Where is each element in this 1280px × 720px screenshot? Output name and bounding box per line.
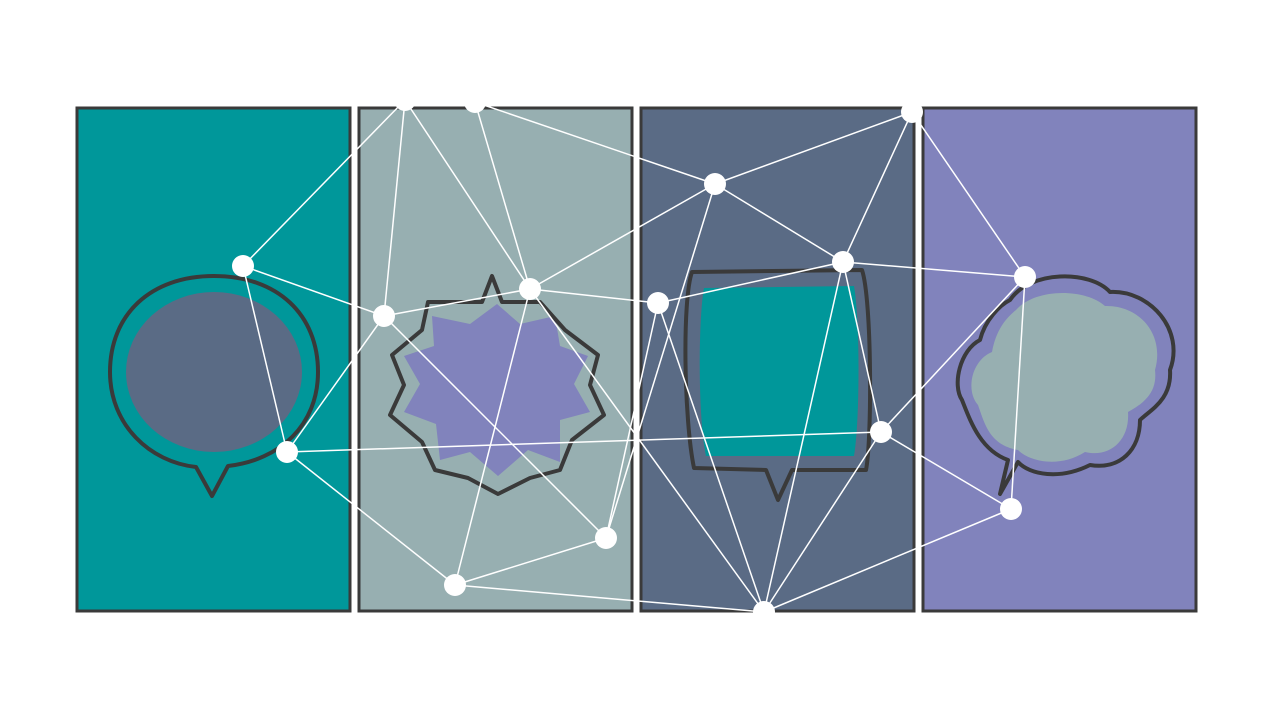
network-edge (842, 111, 913, 263)
network-edges (242, 99, 1026, 613)
network-edge (605, 183, 716, 539)
network-node (901, 101, 923, 123)
network-edge (529, 288, 765, 613)
network-node (1000, 498, 1022, 520)
network-edge (286, 315, 385, 453)
starburst-bubble (388, 274, 606, 496)
network-node (1014, 266, 1036, 288)
network-edge (763, 261, 844, 613)
network-edge (842, 261, 1026, 278)
network-node (464, 91, 486, 113)
network-edge (605, 302, 659, 539)
network-edge (242, 265, 385, 317)
cloud-thought-bubble (955, 274, 1176, 496)
round-bubble-outline (108, 274, 320, 498)
network-edge (474, 101, 716, 185)
network-node (870, 421, 892, 443)
network-node (373, 305, 395, 327)
network-edge (286, 451, 456, 586)
network-edge (714, 183, 844, 263)
network-edge (529, 183, 716, 290)
network-node (704, 173, 726, 195)
network-node (753, 601, 775, 623)
network-edge (383, 99, 406, 317)
starburst-fill (404, 304, 590, 476)
starburst-outline (388, 274, 606, 496)
network-edge (880, 276, 1026, 433)
network-node (832, 251, 854, 273)
cloud-fill (971, 292, 1158, 462)
network-edge (714, 111, 913, 185)
square-bubble-outline (683, 268, 873, 502)
network-node (444, 574, 466, 596)
network-edge (474, 101, 531, 290)
network-edge (763, 431, 882, 613)
network-edge (657, 302, 765, 613)
square-bubble-fill (699, 286, 859, 456)
cloud-outline (955, 274, 1176, 496)
round-bubble-fill (126, 292, 302, 452)
network-edge (763, 508, 1012, 613)
network-node (647, 292, 669, 314)
network-edge (242, 265, 288, 453)
network-node (276, 441, 298, 463)
network-node (519, 278, 541, 300)
network-edge (880, 431, 1012, 510)
network-edge (842, 261, 882, 433)
square-speech-bubble (683, 268, 873, 502)
network-edge (286, 431, 882, 453)
network-edge (242, 99, 406, 267)
network-node (232, 255, 254, 277)
network-edge (454, 537, 607, 586)
network-edge (383, 288, 531, 317)
network-edge (657, 261, 844, 304)
network-edge (454, 584, 765, 613)
network-node (595, 527, 617, 549)
network-edge (911, 111, 1026, 278)
network-edge (454, 288, 531, 586)
network-nodes (232, 89, 1036, 623)
network-edge (1010, 276, 1026, 510)
network-edge (529, 288, 659, 304)
network-edge (404, 99, 531, 290)
network-node (394, 89, 416, 111)
